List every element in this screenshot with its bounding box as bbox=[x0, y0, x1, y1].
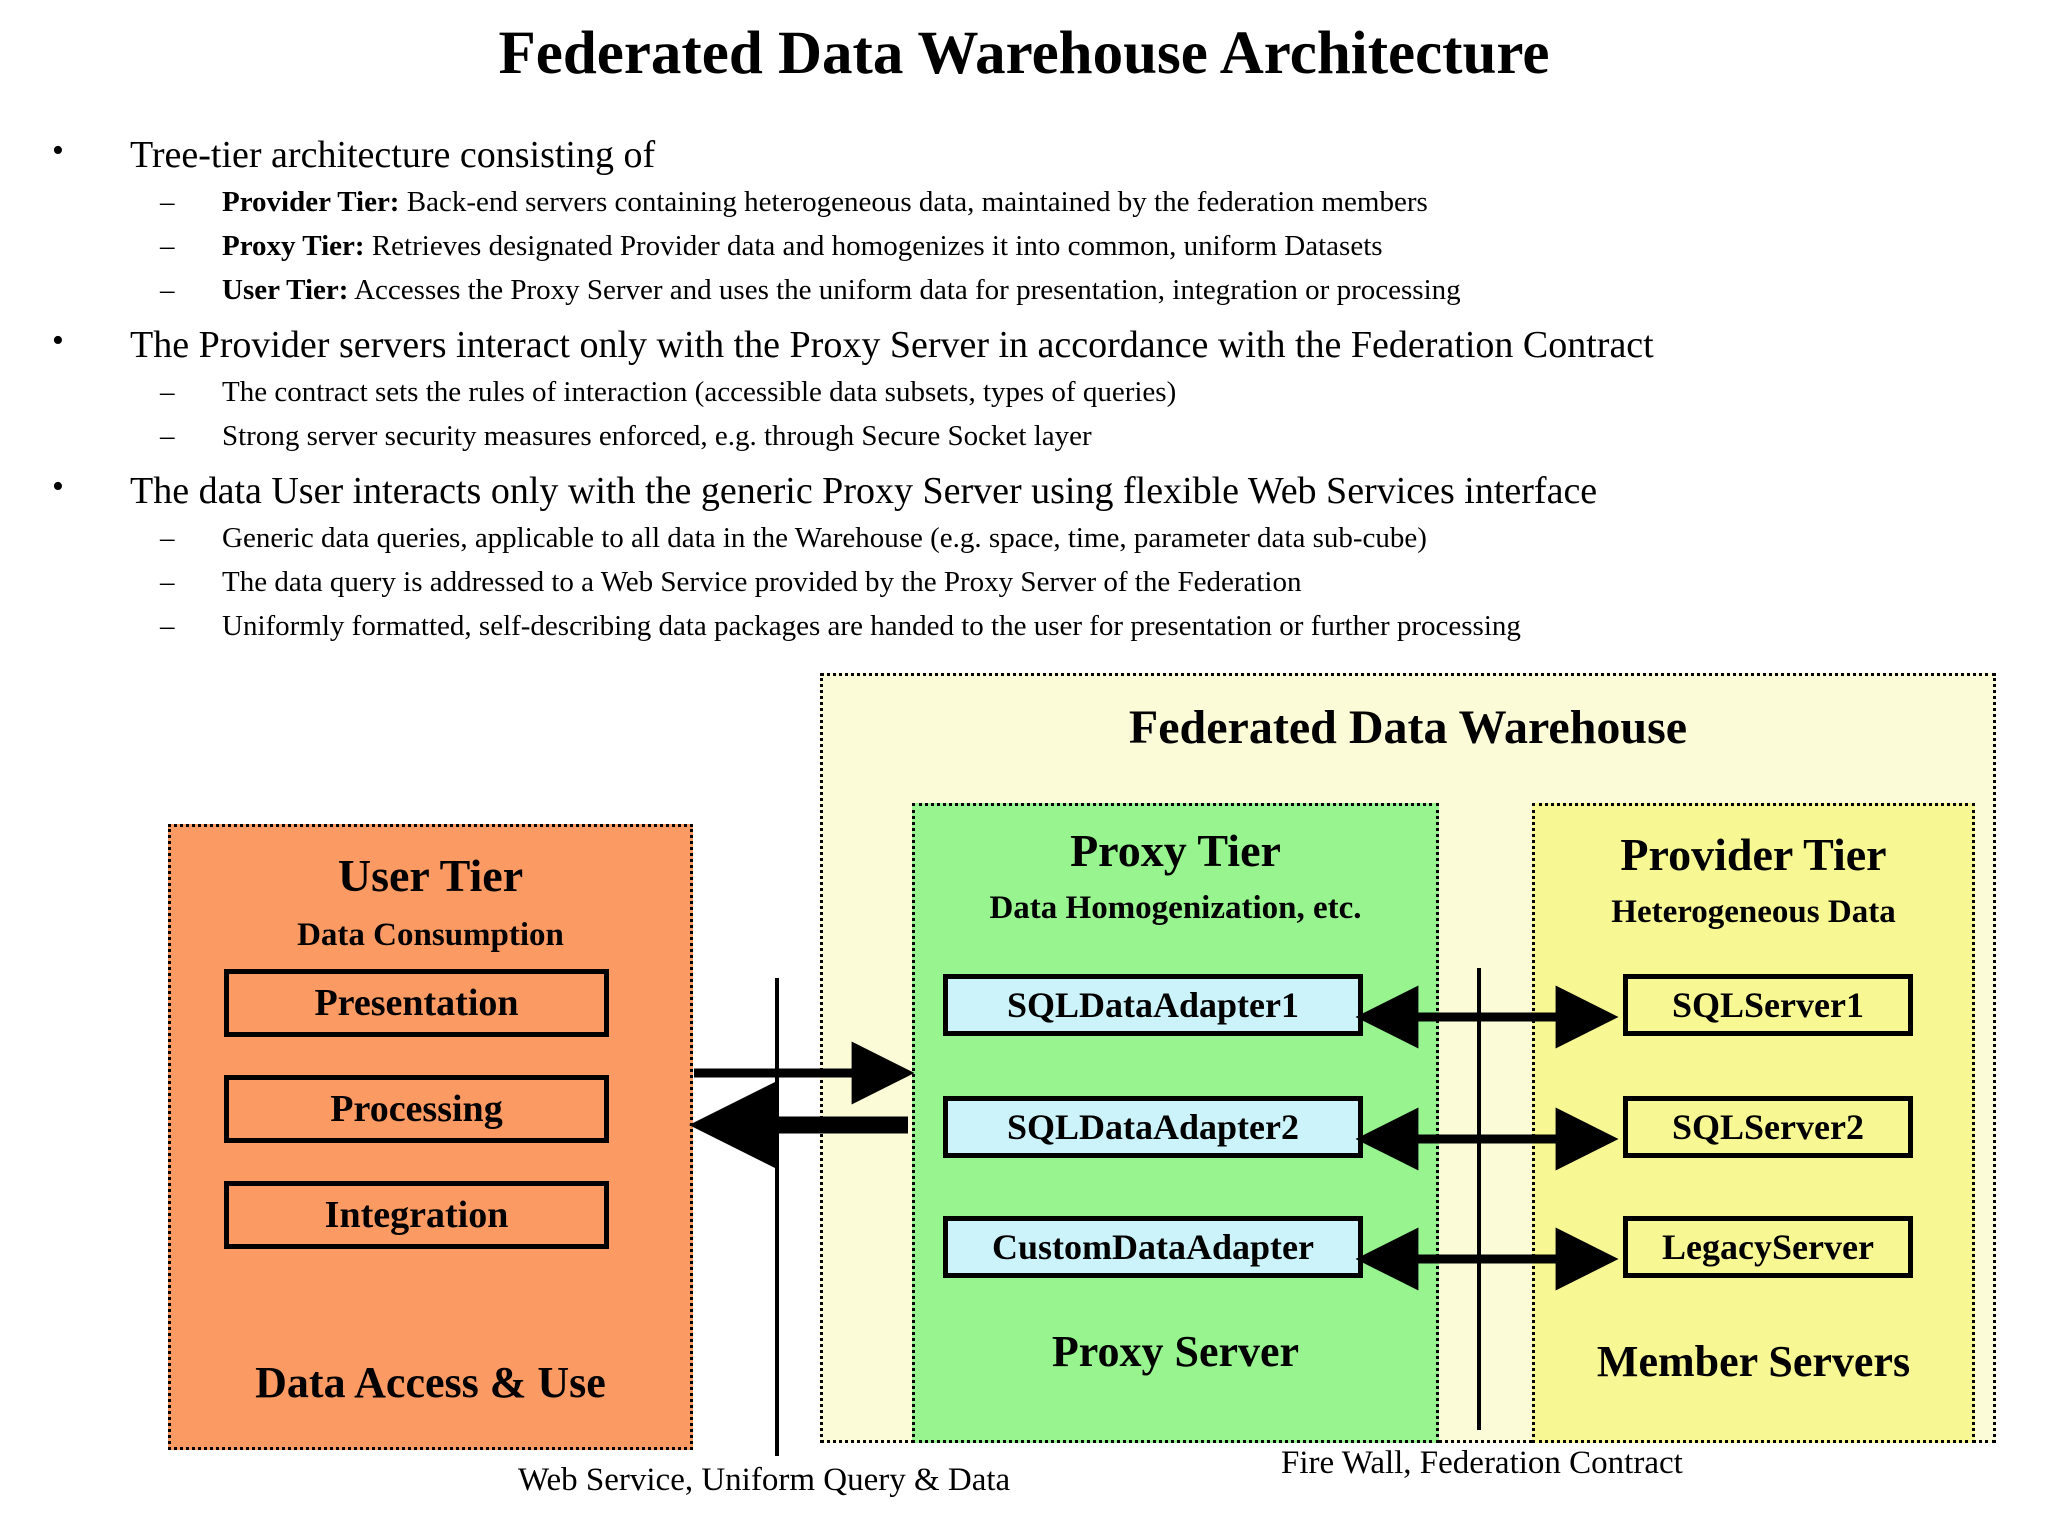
bullet-level1: • The data User interacts only with the … bbox=[0, 468, 2048, 514]
bullet-marker: – bbox=[160, 566, 175, 598]
bullet-marker: – bbox=[160, 230, 175, 262]
bullet-text: The data query is addressed to a Web Ser… bbox=[222, 566, 1302, 598]
bullet-level1: • Tree-tier architecture consisting of bbox=[0, 132, 2048, 178]
web-service-boundary-line bbox=[775, 978, 779, 1456]
warehouse-title: Federated Data Warehouse bbox=[1128, 701, 1688, 754]
bullet-text: The data User interacts only with the ge… bbox=[130, 470, 1598, 512]
proxy-tier-item-sqldataadapter1[interactable]: SQLDataAdapter1 bbox=[943, 974, 1363, 1036]
bullet-text: Retrieves designated Provider data and h… bbox=[364, 230, 1383, 262]
bullet-text: The contract sets the rules of interacti… bbox=[222, 376, 1177, 408]
bullet-marker: – bbox=[160, 610, 175, 642]
bullet-level2: – Uniformly formatted, self-describing d… bbox=[0, 604, 2048, 648]
bullet-text: Tree-tier architecture consisting of bbox=[130, 134, 656, 176]
bullet-marker: – bbox=[160, 522, 175, 554]
proxy-tier-heading: Proxy Tier bbox=[1070, 825, 1281, 876]
user-tier-item-presentation[interactable]: Presentation bbox=[224, 969, 609, 1037]
bullet-level2: – Strong server security measures enforc… bbox=[0, 414, 2048, 458]
bullet-list: • Tree-tier architecture consisting of –… bbox=[0, 122, 2048, 648]
bullet-level2: – Generic data queries, applicable to al… bbox=[0, 516, 2048, 560]
bullet-marker: • bbox=[52, 322, 64, 359]
bullet-text: Generic data queries, applicable to all … bbox=[222, 522, 1427, 554]
bullet-text: Uniformly formatted, self-describing dat… bbox=[222, 610, 1521, 642]
bullet-marker: – bbox=[160, 376, 175, 408]
provider-tier-footer: Member Servers bbox=[1596, 1337, 1911, 1386]
bullet-lead: Proxy Tier: bbox=[222, 230, 365, 262]
firewall-caption: Fire Wall, Federation Contract bbox=[1281, 1445, 1683, 1481]
user-tier-heading: User Tier bbox=[337, 850, 524, 901]
bullet-level2: – The contract sets the rules of interac… bbox=[0, 370, 2048, 414]
bullet-text: Accesses the Proxy Server and uses the u… bbox=[348, 274, 1461, 306]
bullet-level2: – The data query is addressed to a Web S… bbox=[0, 560, 2048, 604]
proxy-tier-subheading: Data Homogenization, etc. bbox=[989, 890, 1362, 926]
proxy-tier-footer: Proxy Server bbox=[1051, 1327, 1300, 1376]
user-tier-item-integration[interactable]: Integration bbox=[224, 1181, 609, 1249]
bullet-text: Back-end servers containing heterogeneou… bbox=[399, 186, 1428, 218]
firewall-boundary-line bbox=[1477, 968, 1481, 1430]
bullet-level2: – Provider Tier: Back-end servers contai… bbox=[0, 180, 2048, 224]
bullet-marker: • bbox=[52, 468, 64, 505]
bullet-level1: • The Provider servers interact only wit… bbox=[0, 322, 2048, 368]
user-tier-footer: Data Access & Use bbox=[255, 1358, 606, 1407]
provider-tier-item-sqlserver2[interactable]: SQLServer2 bbox=[1623, 1096, 1913, 1158]
bullet-marker: – bbox=[160, 420, 175, 452]
bullet-lead: User Tier: bbox=[222, 274, 349, 306]
bullet-marker: – bbox=[160, 186, 175, 218]
provider-tier-subheading: Heterogeneous Data bbox=[1611, 894, 1896, 930]
provider-tier-item-sqlserver1[interactable]: SQLServer1 bbox=[1623, 974, 1913, 1036]
bullet-lead: Provider Tier: bbox=[222, 186, 400, 218]
web-service-caption: Web Service, Uniform Query & Data bbox=[518, 1462, 1011, 1498]
bullet-text: Strong server security measures enforced… bbox=[222, 420, 1092, 452]
bullet-marker: • bbox=[52, 132, 64, 169]
user-tier-subheading: Data Consumption bbox=[297, 917, 564, 953]
bullet-level2: – User Tier: Accesses the Proxy Server a… bbox=[0, 268, 2048, 312]
provider-tier-heading: Provider Tier bbox=[1620, 829, 1887, 880]
bullet-marker: – bbox=[160, 274, 175, 306]
page-title: Federated Data Warehouse Architecture bbox=[498, 20, 1550, 87]
proxy-tier-item-customdataadapter[interactable]: CustomDataAdapter bbox=[943, 1216, 1363, 1278]
bullet-text: The Provider servers interact only with … bbox=[130, 324, 1654, 366]
bullet-level2: – Proxy Tier: Retrieves designated Provi… bbox=[0, 224, 2048, 268]
provider-tier-item-legacyserver[interactable]: LegacyServer bbox=[1623, 1216, 1913, 1278]
user-tier-item-processing[interactable]: Processing bbox=[224, 1075, 609, 1143]
